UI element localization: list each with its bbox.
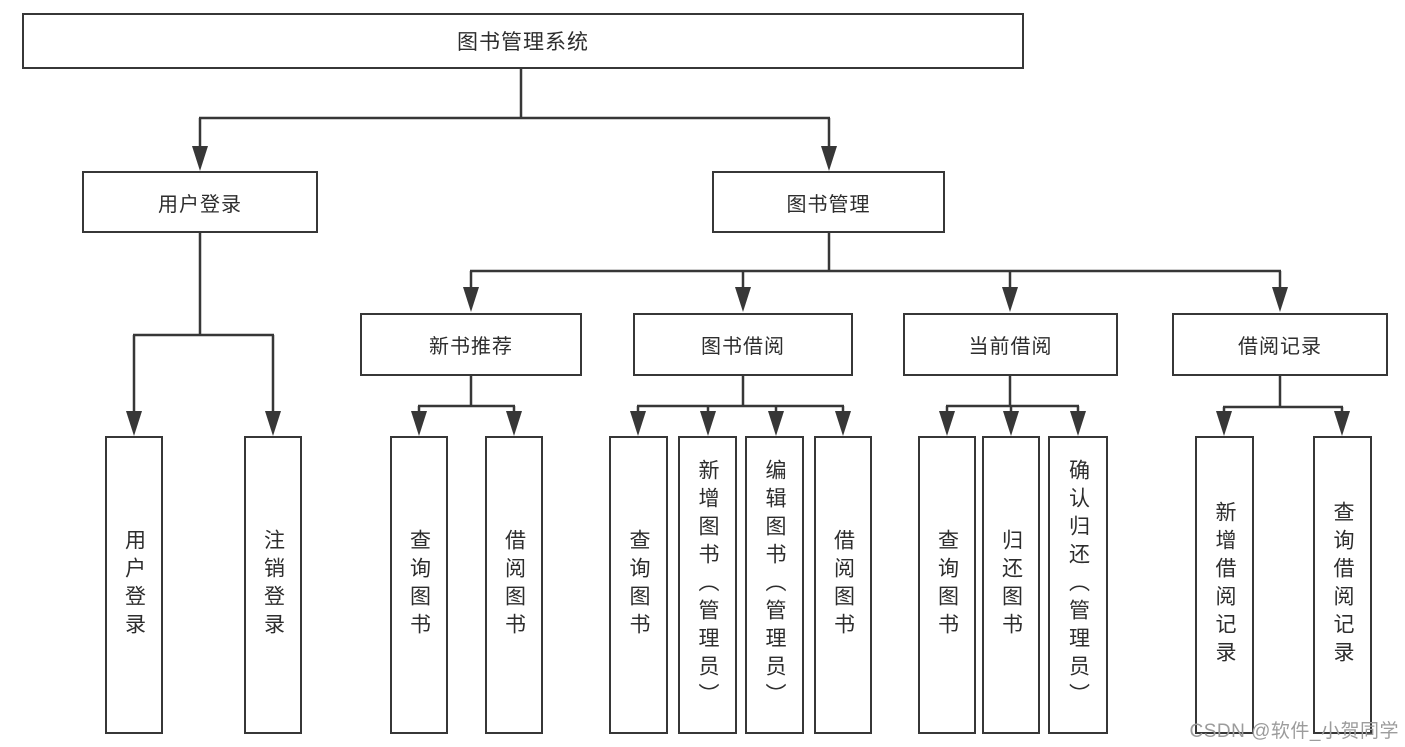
node-user-login: 用户登录 — [82, 171, 318, 233]
node-label: 查询借阅记录 — [1331, 501, 1354, 669]
leaf-add-books-admin: 新增图书（管理员） — [678, 436, 737, 734]
leaf-logout: 注销登录 — [244, 436, 302, 734]
node-label: 当前借阅 — [968, 336, 1053, 358]
node-label: 用户登录 — [158, 193, 242, 216]
node-label: 查询图书 — [935, 529, 959, 641]
leaf-query-books-current: 查询图书 — [918, 436, 976, 734]
leaf-confirm-return-admin: 确认归还（管理员） — [1048, 436, 1108, 734]
node-label: 查询图书 — [627, 529, 650, 641]
leaf-edit-books-admin: 编辑图书（管理员） — [745, 436, 804, 734]
node-book-borrow: 图书借阅 — [633, 313, 853, 376]
node-label: 用户登录 — [122, 529, 146, 641]
node-library-management-system: 图书管理系统 — [22, 13, 1024, 69]
node-label: 确认归还（管理员） — [1066, 459, 1090, 711]
leaf-user-login: 用户登录 — [105, 436, 163, 734]
node-label: 新书推荐 — [429, 336, 513, 358]
csdn-watermark: CSDN @软件_小贺同学 — [1189, 721, 1399, 742]
node-label: 编辑图书（管理员） — [763, 459, 786, 711]
node-label: 图书管理 — [786, 193, 871, 216]
node-label: 图书管理系统 — [457, 31, 589, 54]
node-borrow-records: 借阅记录 — [1172, 313, 1388, 376]
leaf-query-borrow-record: 查询借阅记录 — [1313, 436, 1372, 734]
node-label: 借阅图书 — [831, 529, 855, 641]
node-book-management: 图书管理 — [712, 171, 945, 233]
node-label: 归还图书 — [999, 529, 1023, 641]
node-label: 借阅记录 — [1238, 336, 1322, 358]
leaf-query-books-borrow: 查询图书 — [609, 436, 668, 734]
node-label: 新增图书（管理员） — [696, 459, 719, 711]
leaf-borrow-books-recommend: 借阅图书 — [485, 436, 543, 734]
leaf-query-books-recommend: 查询图书 — [390, 436, 448, 734]
node-label: 注销登录 — [261, 529, 285, 641]
arrowheads — [126, 146, 1350, 436]
leaf-return-books: 归还图书 — [982, 436, 1040, 734]
node-label: 新增借阅记录 — [1213, 501, 1236, 669]
node-label: 图书借阅 — [701, 336, 785, 358]
node-current-borrow: 当前借阅 — [903, 313, 1118, 376]
node-label: 查询图书 — [407, 529, 431, 641]
node-label: 借阅图书 — [502, 529, 526, 641]
leaf-add-borrow-record: 新增借阅记录 — [1195, 436, 1254, 734]
node-new-book-recommend: 新书推荐 — [360, 313, 582, 376]
leaf-borrow-books: 借阅图书 — [814, 436, 872, 734]
